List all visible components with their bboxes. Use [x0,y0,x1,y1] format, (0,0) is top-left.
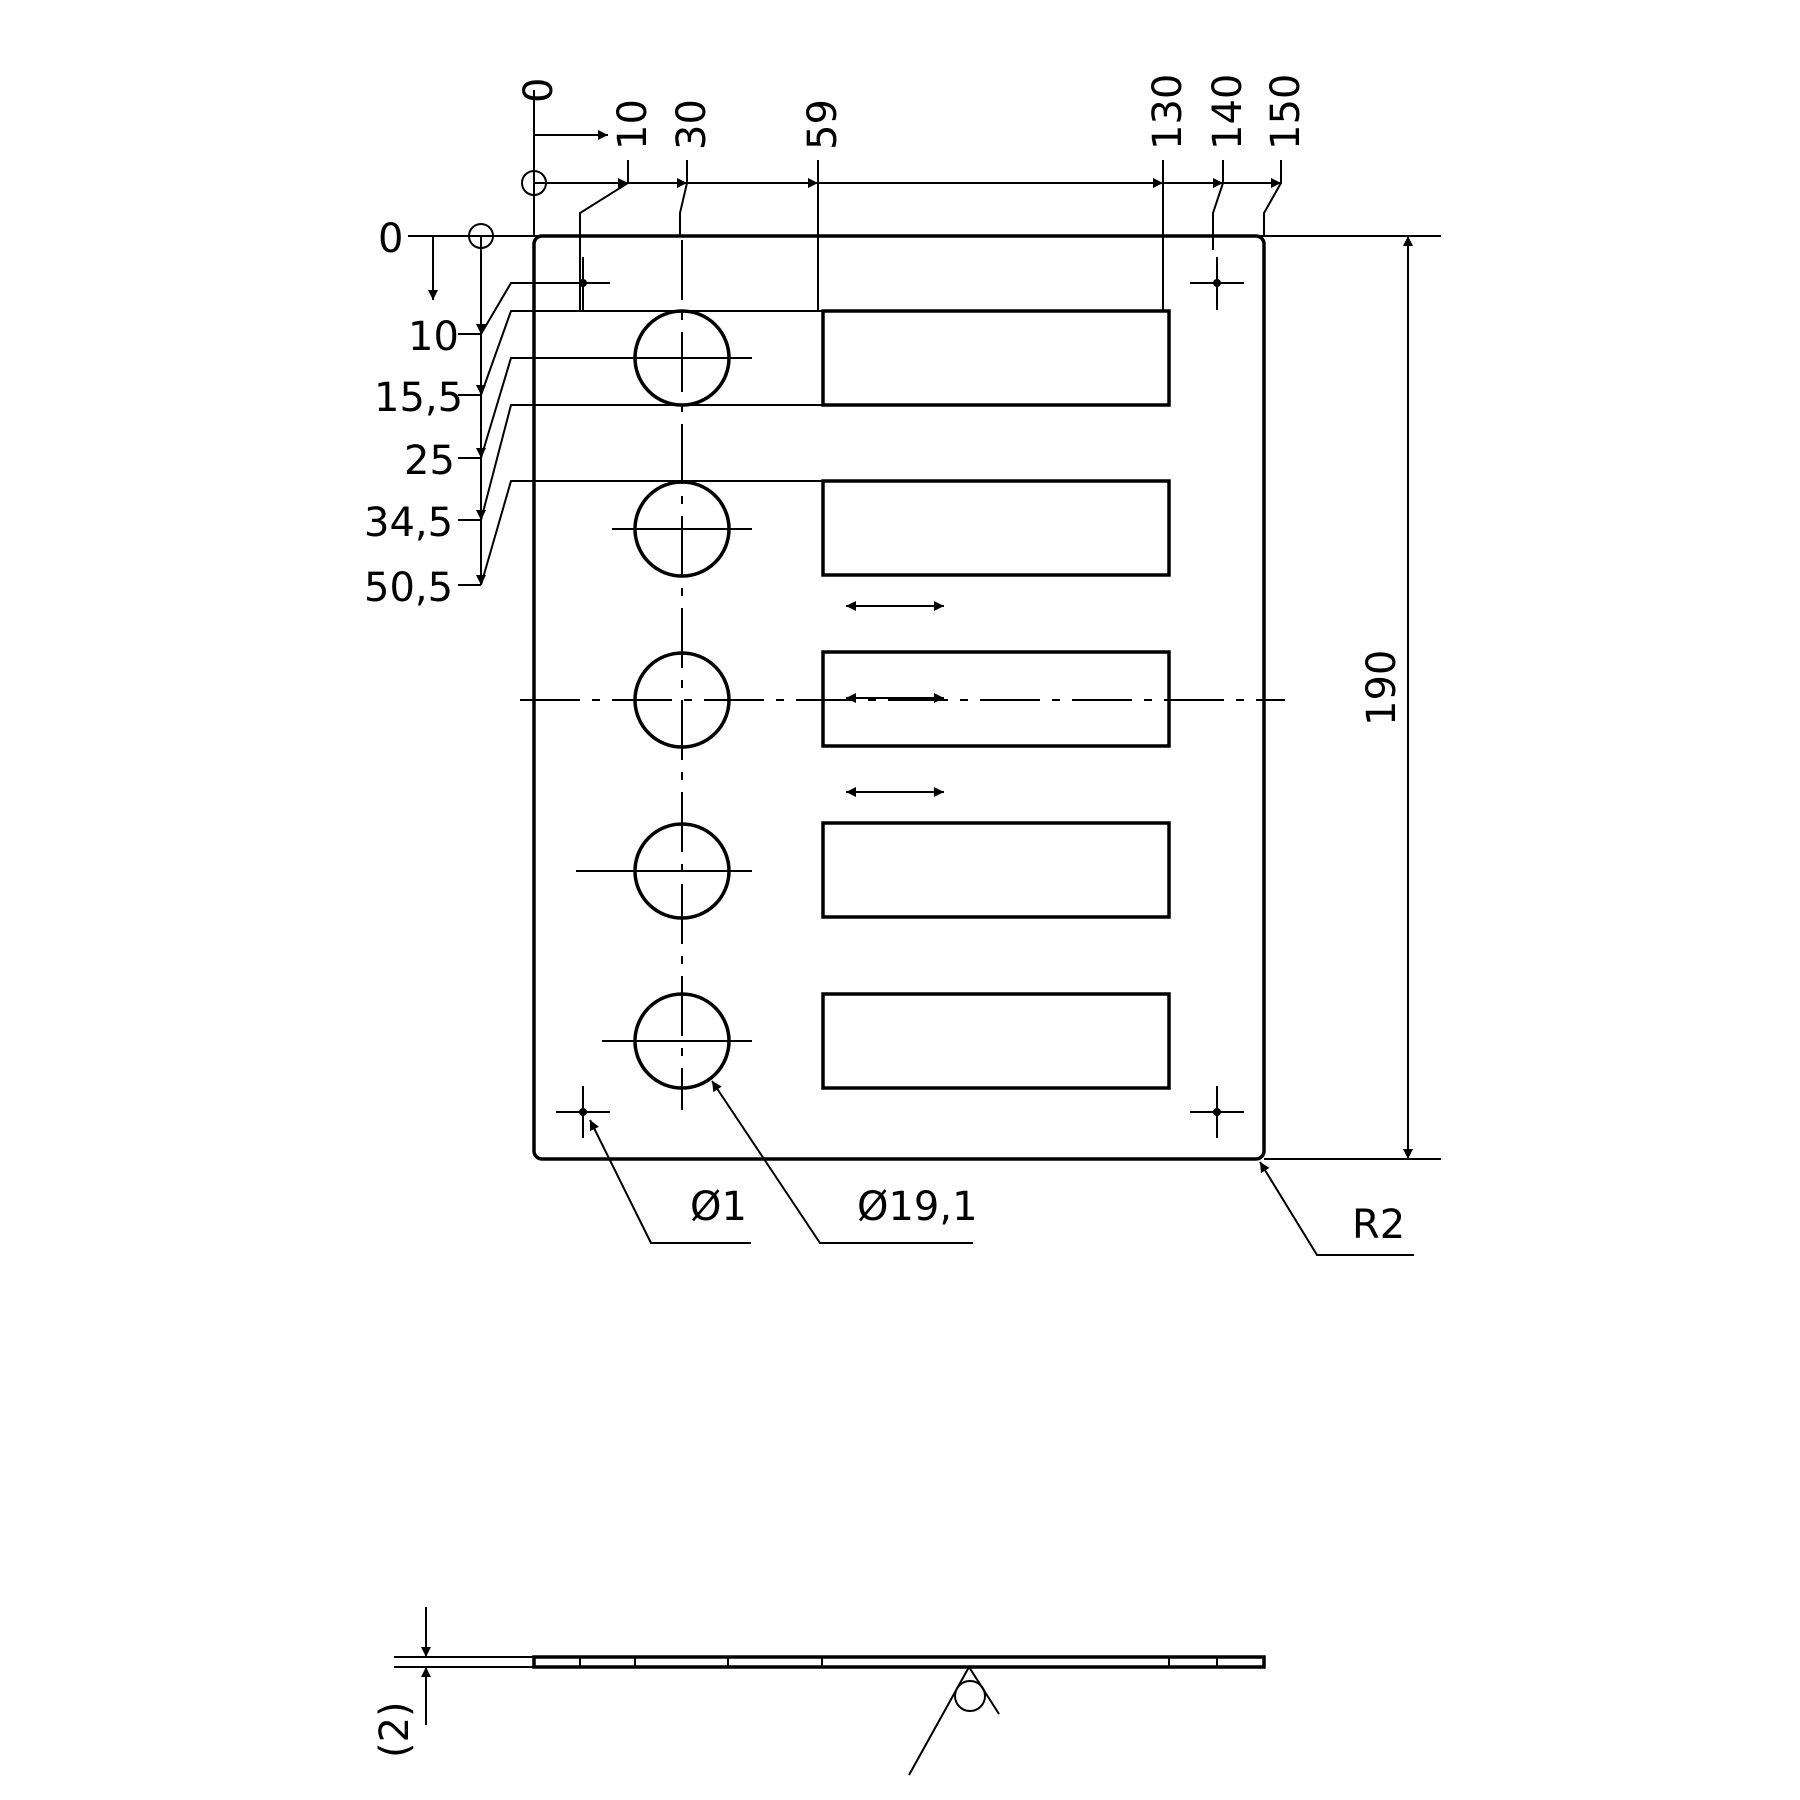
pin-hole-cross [1190,1086,1244,1138]
dim-label-origin-x: 0 [516,78,562,103]
dim-label-y: 50,5 [364,565,453,611]
adjustment-arrows [846,601,944,797]
callout-small-hole: Ø1 [589,1119,751,1244]
dim-label-x: 140 [1205,74,1251,150]
dim-label-y: 25 [404,438,455,484]
side-view-plate [532,1655,1266,1669]
thickness-label: (2) [372,1701,418,1758]
dim-label-y: 15,5 [374,375,463,421]
pin-hole-cross [1190,257,1244,310]
overall-height-dimension: 190 [1264,236,1441,1160]
left-ordinate-dimension: 0 10 15,5 25 34,5 50,5 [364,216,1441,611]
dim-label-x: 10 [610,99,656,150]
top-ordinate-dimension: 0 10 30 59 130 140 150 [516,74,1309,311]
dim-label-x: 30 [669,99,715,150]
callout-large-hole-label: Ø19,1 [857,1184,978,1230]
side-view: (2) [372,1607,1266,1776]
rect-cutout [821,821,1171,919]
dim-label-x: 150 [1263,74,1309,150]
rect-cutout [821,479,1171,577]
surface-symbol-icon [908,1665,1000,1776]
dim-label-x: 59 [800,99,846,150]
callout-radius-label: R2 [1352,1202,1405,1248]
dim-label-y: 10 [408,314,459,360]
rect-cutout [821,992,1171,1090]
dim-label-x: 130 [1145,74,1191,150]
pin-hole-cross [556,1086,610,1138]
dim-label-origin-y: 0 [378,216,403,262]
callout-large-hole: Ø19,1 [711,1080,978,1244]
callout-small-hole-label: Ø1 [690,1184,747,1230]
dim-label-height: 190 [1359,650,1405,726]
dim-label-y: 34,5 [364,500,453,546]
rect-cutout [821,309,1171,407]
callout-corner-radius: R2 [1259,1161,1414,1256]
